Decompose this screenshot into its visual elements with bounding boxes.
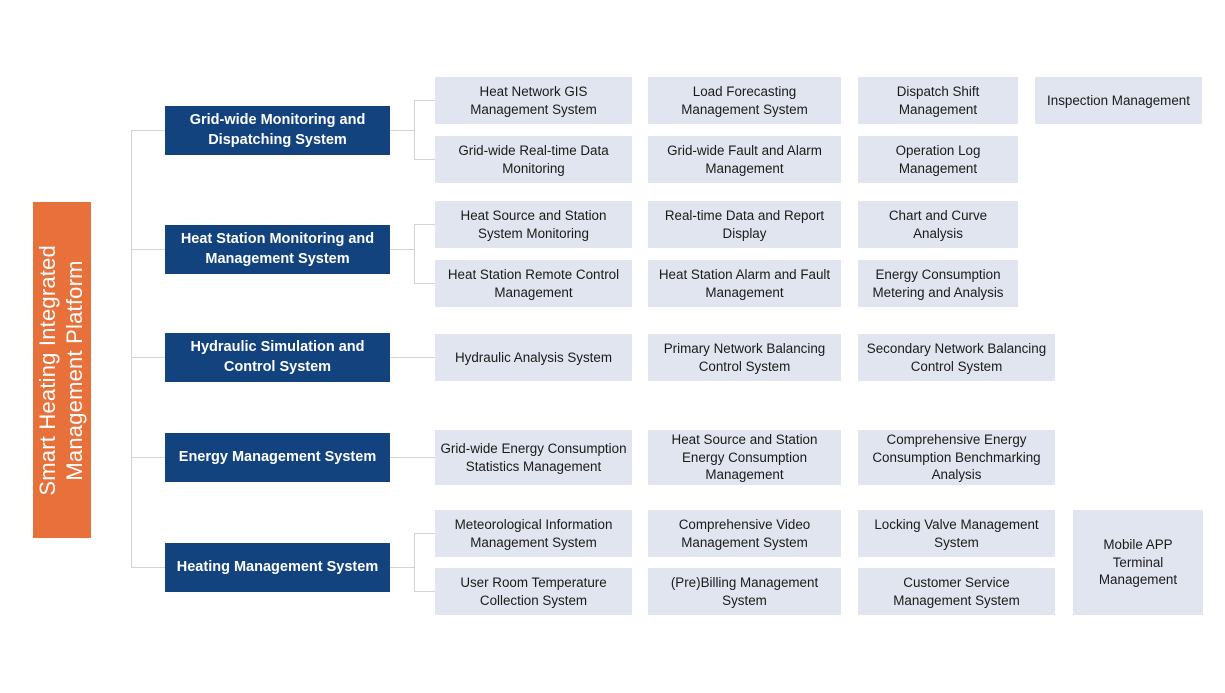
leaf-node-label: Heat Network GIS Management System bbox=[470, 84, 597, 117]
group-1-row-2-line bbox=[414, 159, 435, 160]
leaf-node-label: Operation Log Management bbox=[895, 143, 981, 176]
leaf-node-label: Locking Valve Management System bbox=[874, 517, 1039, 550]
category-node-grid-wide-monitoring[interactable]: Grid-wide Monitoring and Dispatching Sys… bbox=[165, 106, 390, 155]
leaf-node-label: (Pre)Billing Management System bbox=[670, 575, 819, 608]
group-5-row-2-line bbox=[414, 591, 435, 592]
leaf-node-label: Customer Service Management System bbox=[893, 575, 1020, 608]
leaf-node-label: Grid-wide Real-time Data Monitoring bbox=[458, 143, 609, 176]
leaf-node-grid-wide-energy-statistics[interactable]: Grid-wide Energy Consumption Statistics … bbox=[435, 430, 632, 485]
leaf-node-load-forecasting[interactable]: Load Forecasting Management System bbox=[648, 77, 841, 124]
group-1-stem-line bbox=[390, 130, 415, 131]
trunk-branch-line-2 bbox=[131, 249, 165, 250]
group-5-split-line bbox=[414, 533, 415, 591]
leaf-node-realtime-data-report[interactable]: Real-time Data and Report Display bbox=[648, 201, 841, 248]
trunk-vertical-line bbox=[131, 130, 132, 567]
leaf-node-operation-log[interactable]: Operation Log Management bbox=[858, 136, 1018, 183]
category-node-label: Heat Station Monitoring and Management S… bbox=[180, 231, 375, 267]
category-node-heating-management[interactable]: Heating Management System bbox=[165, 543, 390, 592]
leaf-node-inspection-management[interactable]: Inspection Management bbox=[1035, 77, 1202, 124]
trunk-branch-line-4 bbox=[131, 457, 165, 458]
group-2-stem-line bbox=[390, 249, 415, 250]
leaf-node-label: Grid-wide Fault and Alarm Management bbox=[667, 143, 822, 176]
leaf-node-dispatch-shift[interactable]: Dispatch Shift Management bbox=[858, 77, 1018, 124]
leaf-node-label: Heat Source and Station System Monitorin… bbox=[460, 208, 607, 241]
leaf-node-label: Heat Station Alarm and Fault Management bbox=[658, 267, 831, 300]
leaf-node-label: Energy Consumption Metering and Analysis bbox=[872, 267, 1004, 300]
leaf-node-label: Mobile APP Terminal Management bbox=[1098, 537, 1178, 588]
root-node-label: Smart Heating Integrated Management Plat… bbox=[35, 244, 87, 496]
leaf-node-heat-source-station-energy[interactable]: Heat Source and Station Energy Consumpti… bbox=[648, 430, 841, 485]
group-3-stem-line bbox=[390, 357, 435, 358]
group-4-stem-line bbox=[390, 457, 435, 458]
leaf-node-heat-source-station-monitoring[interactable]: Heat Source and Station System Monitorin… bbox=[435, 201, 632, 248]
category-node-label: Grid-wide Monitoring and Dispatching Sys… bbox=[189, 112, 366, 148]
category-node-heat-station-monitoring[interactable]: Heat Station Monitoring and Management S… bbox=[165, 225, 390, 274]
group-1-row-1-line bbox=[414, 100, 435, 101]
leaf-node-label: User Room Temperature Collection System bbox=[460, 575, 607, 608]
category-node-label: Energy Management System bbox=[178, 448, 377, 465]
leaf-node-chart-curve-analysis[interactable]: Chart and Curve Analysis bbox=[858, 201, 1018, 248]
leaf-node-label: Primary Network Balancing Control System bbox=[663, 341, 826, 374]
leaf-node-heat-network-gis[interactable]: Heat Network GIS Management System bbox=[435, 77, 632, 124]
group-1-split-line bbox=[414, 100, 415, 160]
trunk-branch-line-5 bbox=[131, 567, 165, 568]
trunk-branch-line-3 bbox=[131, 357, 165, 358]
leaf-node-secondary-network-balancing[interactable]: Secondary Network Balancing Control Syst… bbox=[858, 334, 1055, 381]
leaf-node-label: Chart and Curve Analysis bbox=[888, 208, 988, 241]
leaf-node-pre-billing[interactable]: (Pre)Billing Management System bbox=[648, 568, 841, 615]
leaf-node-grid-wide-realtime-data[interactable]: Grid-wide Real-time Data Monitoring bbox=[435, 136, 632, 183]
leaf-node-hydraulic-analysis[interactable]: Hydraulic Analysis System bbox=[435, 334, 632, 381]
group-2-row-2-line bbox=[414, 283, 435, 284]
leaf-node-comprehensive-energy-benchmarking[interactable]: Comprehensive Energy Consumption Benchma… bbox=[858, 430, 1055, 485]
leaf-node-heat-station-remote-control[interactable]: Heat Station Remote Control Management bbox=[435, 260, 632, 307]
leaf-node-user-room-temperature[interactable]: User Room Temperature Collection System bbox=[435, 568, 632, 615]
leaf-node-grid-wide-fault-alarm[interactable]: Grid-wide Fault and Alarm Management bbox=[648, 136, 841, 183]
group-5-stem-line bbox=[390, 567, 415, 568]
leaf-node-heat-station-alarm-fault[interactable]: Heat Station Alarm and Fault Management bbox=[648, 260, 841, 307]
leaf-node-customer-service[interactable]: Customer Service Management System bbox=[858, 568, 1055, 615]
leaf-node-comprehensive-video[interactable]: Comprehensive Video Management System bbox=[648, 510, 841, 557]
leaf-node-label: Meteorological Information Management Sy… bbox=[454, 517, 613, 550]
leaf-node-label: Hydraulic Analysis System bbox=[454, 349, 613, 365]
category-node-hydraulic-simulation[interactable]: Hydraulic Simulation and Control System bbox=[165, 333, 390, 382]
leaf-node-label: Grid-wide Energy Consumption Statistics … bbox=[440, 441, 627, 474]
leaf-node-label: Secondary Network Balancing Control Syst… bbox=[866, 341, 1047, 374]
leaf-node-label: Comprehensive Energy Consumption Benchma… bbox=[872, 432, 1041, 483]
leaf-node-primary-network-balancing[interactable]: Primary Network Balancing Control System bbox=[648, 334, 841, 381]
leaf-node-label: Real-time Data and Report Display bbox=[664, 208, 825, 241]
category-node-label: Heating Management System bbox=[176, 558, 379, 575]
group-2-split-line bbox=[414, 224, 415, 284]
leaf-node-label: Heat Station Remote Control Management bbox=[447, 267, 620, 300]
category-node-label: Hydraulic Simulation and Control System bbox=[190, 339, 365, 375]
leaf-node-energy-consumption-metering[interactable]: Energy Consumption Metering and Analysis bbox=[858, 260, 1018, 307]
leaf-node-label: Heat Source and Station Energy Consumpti… bbox=[671, 432, 818, 483]
leaf-node-label: Dispatch Shift Management bbox=[896, 84, 980, 117]
trunk-branch-line-1 bbox=[131, 130, 165, 131]
leaf-node-label: Comprehensive Video Management System bbox=[678, 517, 811, 550]
leaf-node-meteorological-information[interactable]: Meteorological Information Management Sy… bbox=[435, 510, 632, 557]
leaf-node-label: Inspection Management bbox=[1047, 92, 1190, 108]
category-node-energy-management[interactable]: Energy Management System bbox=[165, 433, 390, 482]
group-5-row-1-line bbox=[414, 533, 435, 534]
group-2-row-1-line bbox=[414, 224, 435, 225]
leaf-node-mobile-app-terminal[interactable]: Mobile APP Terminal Management bbox=[1073, 510, 1203, 615]
leaf-node-label: Load Forecasting Management System bbox=[681, 84, 808, 117]
leaf-node-locking-valve[interactable]: Locking Valve Management System bbox=[858, 510, 1055, 557]
root-node-smart-heating-platform[interactable]: Smart Heating Integrated Management Plat… bbox=[33, 202, 91, 538]
